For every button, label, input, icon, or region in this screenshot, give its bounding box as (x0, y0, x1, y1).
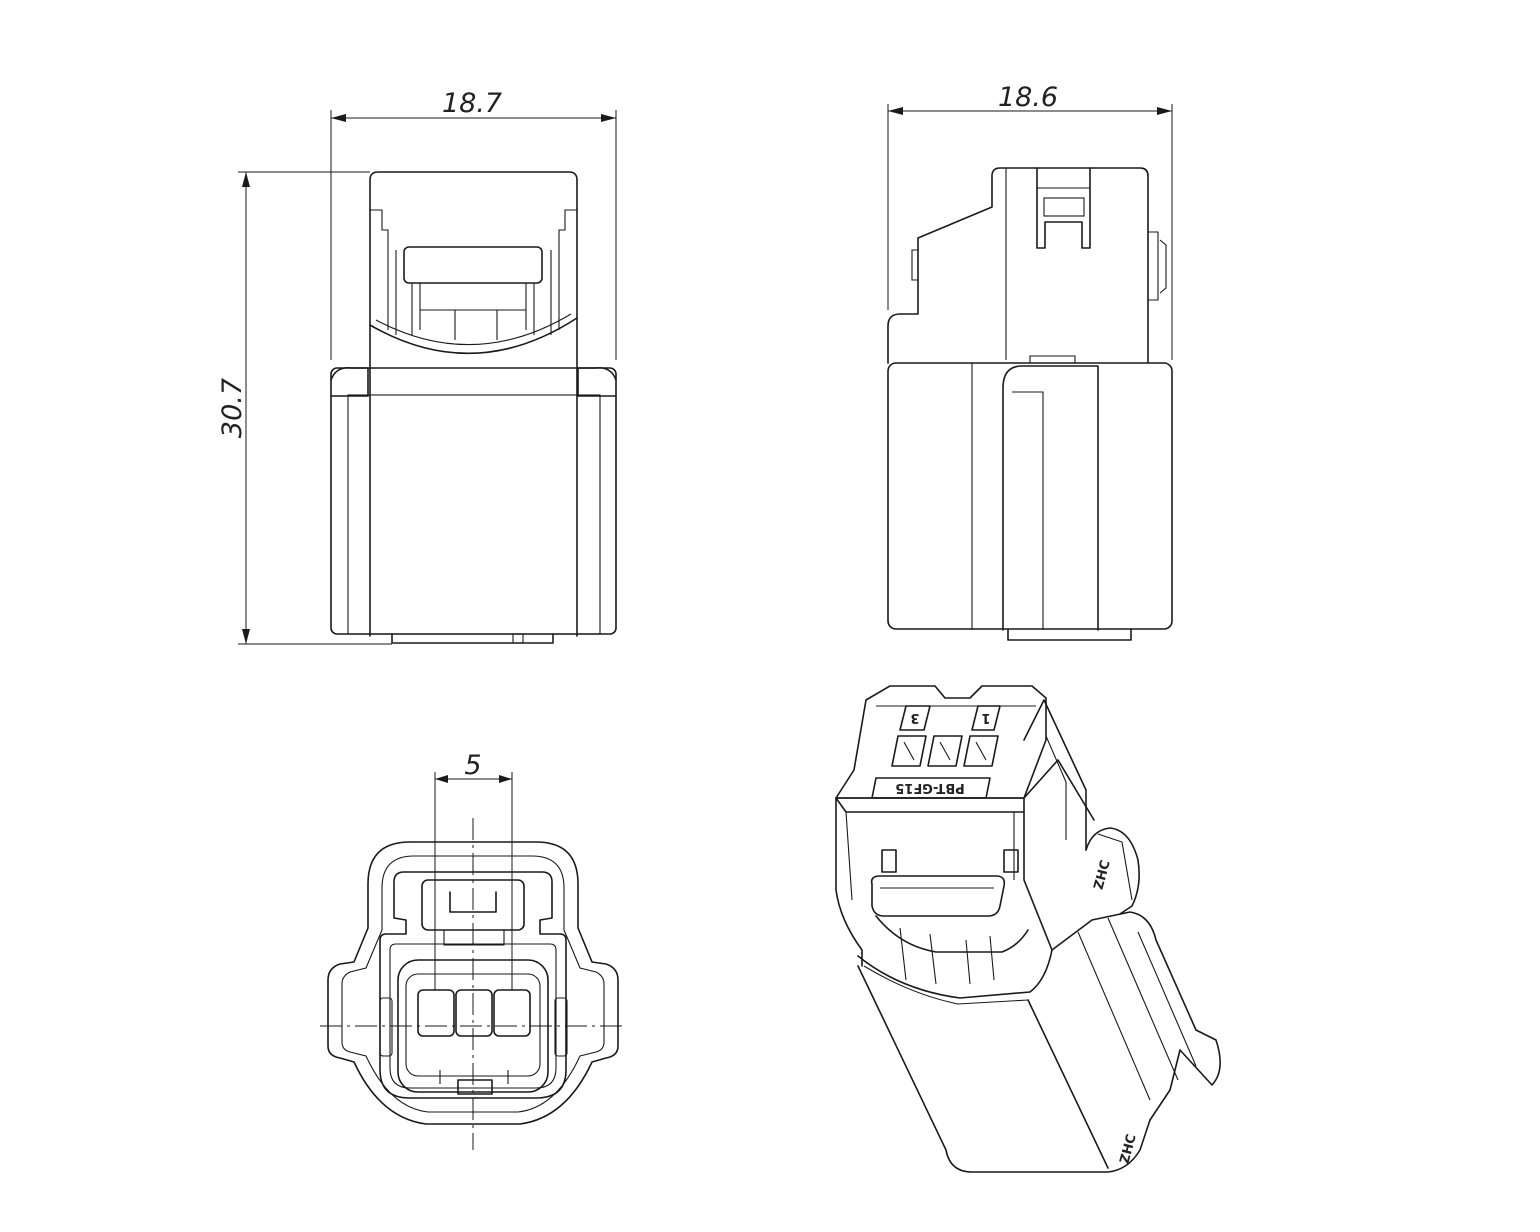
side-view: 18.6 (887, 82, 1173, 641)
pin-1-marking: 1 (981, 710, 990, 725)
height-dimension: 30.7 (217, 378, 248, 438)
front-view: 18.7 30.7 (217, 88, 617, 645)
pin-3-marking: 3 (910, 710, 919, 725)
brand-marking-bottom: ZHC (1118, 1133, 1140, 1166)
side-width-dimension: 18.6 (998, 82, 1058, 113)
isometric-view: 3 1 PBT-GF15 (835, 685, 1221, 1173)
material-marking: PBT-GF15 (895, 780, 964, 795)
pitch-dimension: 5 (464, 750, 481, 781)
front-width-dimension: 18.7 (442, 88, 502, 119)
brand-marking: ZHC (1092, 859, 1114, 892)
mating-face-view: 5 (320, 750, 626, 1150)
